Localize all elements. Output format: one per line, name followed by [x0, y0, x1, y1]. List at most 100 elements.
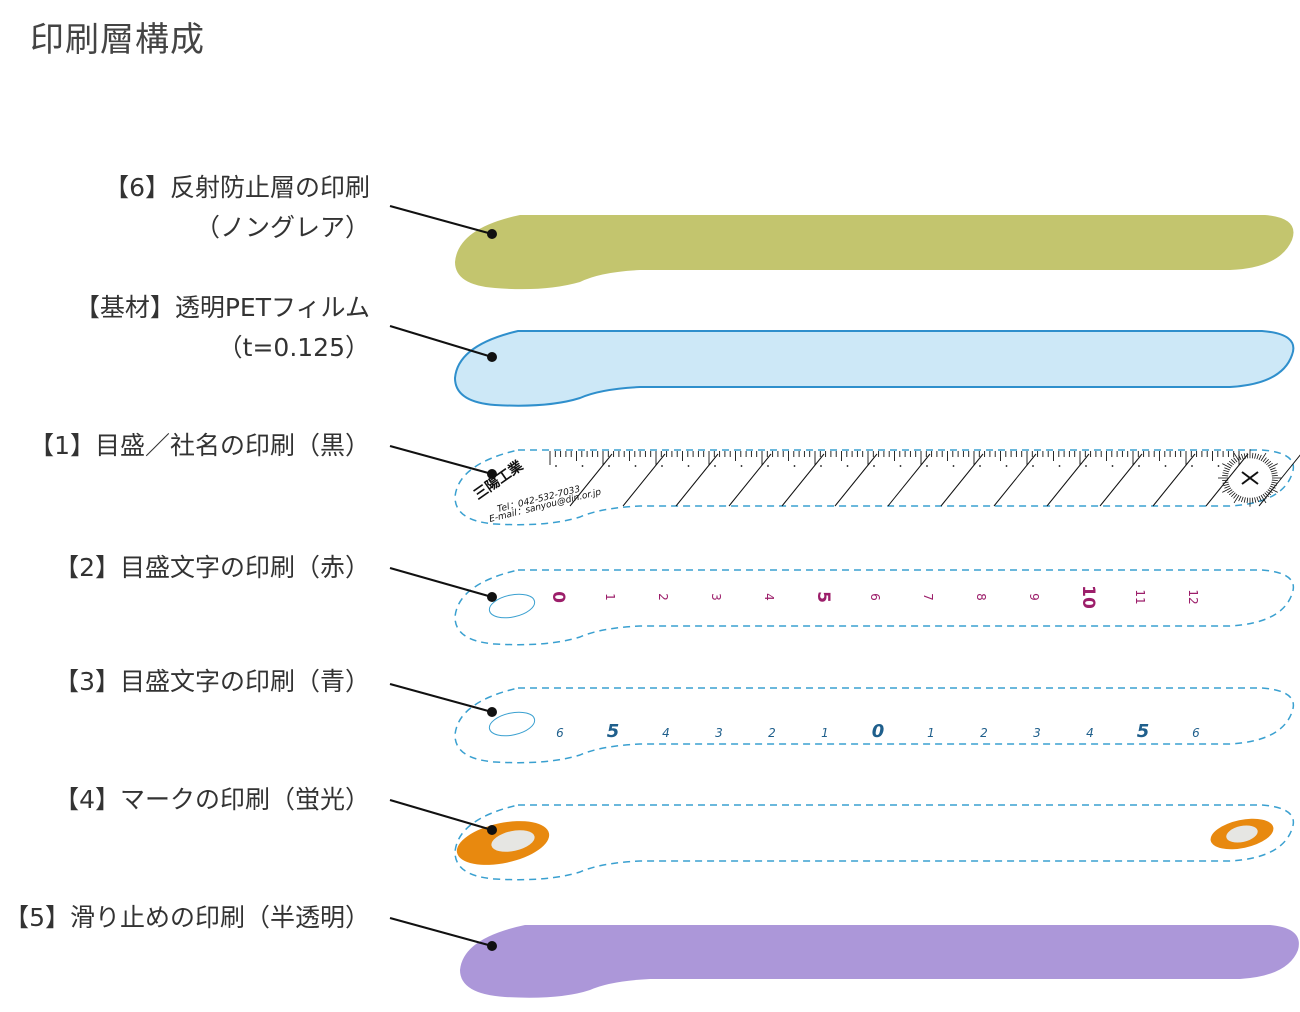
- protractor-tick: [1222, 481, 1229, 484]
- protractor-tick: [1224, 467, 1231, 471]
- ruler-dot: [1032, 465, 1034, 467]
- protractor-tick: [1233, 494, 1240, 504]
- label-layer2-line1: 【2】目盛文字の印刷（赤）: [54, 553, 370, 582]
- label-layer6: 【6】反射防止層の印刷 （ノングレア）: [104, 168, 370, 248]
- protractor-tick: [1233, 457, 1238, 463]
- red-number: 6: [868, 593, 882, 601]
- leader-dot: [487, 592, 497, 602]
- ruler-dot: [899, 465, 902, 467]
- protractor-tick: [1238, 495, 1242, 502]
- ruler-diagonal: [1046, 453, 1090, 507]
- ruler-diagonal: [1099, 453, 1143, 507]
- protractor-tick: [1222, 474, 1229, 477]
- ruler-dot: [926, 465, 928, 467]
- protractor-tick: [1270, 469, 1277, 473]
- red-number: 2: [656, 593, 670, 601]
- label-layer4: 【4】マークの印刷（蛍光）: [54, 780, 370, 820]
- label-base-line1: 【基材】透明PETフィルム: [74, 293, 370, 322]
- blue-number: 3: [715, 726, 723, 740]
- protractor-tick: [1246, 497, 1249, 504]
- ruler-dot: [1111, 465, 1114, 467]
- protractor-tick: [1228, 490, 1234, 496]
- protractor-tick: [1270, 483, 1277, 487]
- red-number: 9: [1027, 593, 1041, 601]
- leader-line: [389, 682, 493, 714]
- label-base-line2: （t=0.125）: [217, 333, 370, 362]
- ruler-dot: [820, 465, 822, 467]
- ruler-diagonal: [887, 453, 931, 507]
- blue-number: 2: [980, 726, 988, 740]
- ruler-diagonal: [728, 453, 772, 507]
- protractor-cross: [1241, 471, 1259, 485]
- protractor-tick: [1256, 453, 1260, 460]
- ruler-dot: [793, 465, 796, 467]
- page-title: 印刷層構成: [30, 20, 205, 60]
- leader-dot: [487, 229, 497, 239]
- protractor-tick: [1238, 454, 1242, 461]
- red-number: 1: [603, 593, 617, 601]
- protractor-tick: [1254, 453, 1257, 459]
- protractor-tick: [1264, 458, 1270, 464]
- protractor-tick: [1233, 452, 1240, 462]
- protractor-tick: [1243, 453, 1246, 459]
- leader-dot: [487, 469, 497, 479]
- layer4-fluorescent-marks: [454, 804, 1295, 881]
- protractor-tick: [1222, 472, 1229, 475]
- label-layer1: 【1】目盛／社名の印刷（黒）: [29, 426, 370, 466]
- ruler-dot: [687, 465, 690, 467]
- ruler-diagonal: [781, 453, 825, 507]
- leader-dot: [487, 352, 497, 362]
- protractor-tick: [1228, 460, 1234, 466]
- blue-number: 1: [821, 726, 829, 740]
- layer2-dashed-outline: [454, 569, 1295, 646]
- protractor-dial: [1218, 449, 1282, 507]
- ruler-diagonal: [569, 453, 613, 507]
- fluorescent-mark-right-hole: [1226, 825, 1258, 843]
- ruler-diagonal: [834, 453, 878, 507]
- ruler-diagonal: [993, 453, 1037, 507]
- ruler-dot: [873, 465, 875, 467]
- ruler-dot: [1217, 465, 1220, 467]
- ruler-dot: [846, 465, 849, 467]
- protractor-tick: [1269, 467, 1276, 471]
- blue-number: 5: [1137, 721, 1150, 742]
- layer4-dashed-outline: [454, 804, 1295, 881]
- protractor-tick: [1223, 483, 1230, 487]
- layer5-strip: [460, 925, 1299, 998]
- leader-line: [389, 798, 493, 832]
- ruler-dot: [740, 465, 743, 467]
- leader-line: [389, 916, 493, 948]
- label-layer5: 【5】滑り止めの印刷（半透明）: [4, 898, 370, 938]
- protractor-tick: [1271, 481, 1278, 484]
- ruler-diagonal-lines: [569, 453, 1300, 507]
- blue-number: 2: [768, 726, 776, 740]
- leader-dot: [487, 707, 497, 717]
- layer6-strip: [455, 215, 1294, 290]
- blue-number: 1: [927, 726, 935, 740]
- protractor-tick: [1268, 487, 1278, 493]
- leader-line: [389, 204, 493, 236]
- protractor-tick: [1254, 497, 1257, 503]
- protractor-tick: [1267, 462, 1273, 467]
- label-base: 【基材】透明PETフィルム （t=0.125）: [75, 288, 370, 368]
- ruler-dot: [608, 465, 610, 467]
- ruler-diagonal: [1152, 453, 1196, 507]
- protractor-tick: [1222, 479, 1229, 482]
- label-layer3-line1: 【3】目盛文字の印刷（青）: [54, 667, 370, 696]
- red-number: 3: [709, 593, 723, 601]
- ruler-dot: [767, 465, 769, 467]
- protractor-tick: [1268, 463, 1278, 469]
- protractor-tick: [1258, 495, 1262, 502]
- protractor-tick: [1222, 487, 1232, 493]
- protractor-tick: [1227, 462, 1233, 467]
- blue-number: 4: [662, 726, 670, 740]
- blue-number: 3: [1033, 726, 1041, 740]
- ruler-dot: [979, 465, 981, 467]
- protractor-tick: [1271, 479, 1278, 482]
- protractor-tick: [1271, 472, 1278, 475]
- protractor-tick: [1264, 492, 1270, 498]
- protractor-tick: [1262, 493, 1267, 499]
